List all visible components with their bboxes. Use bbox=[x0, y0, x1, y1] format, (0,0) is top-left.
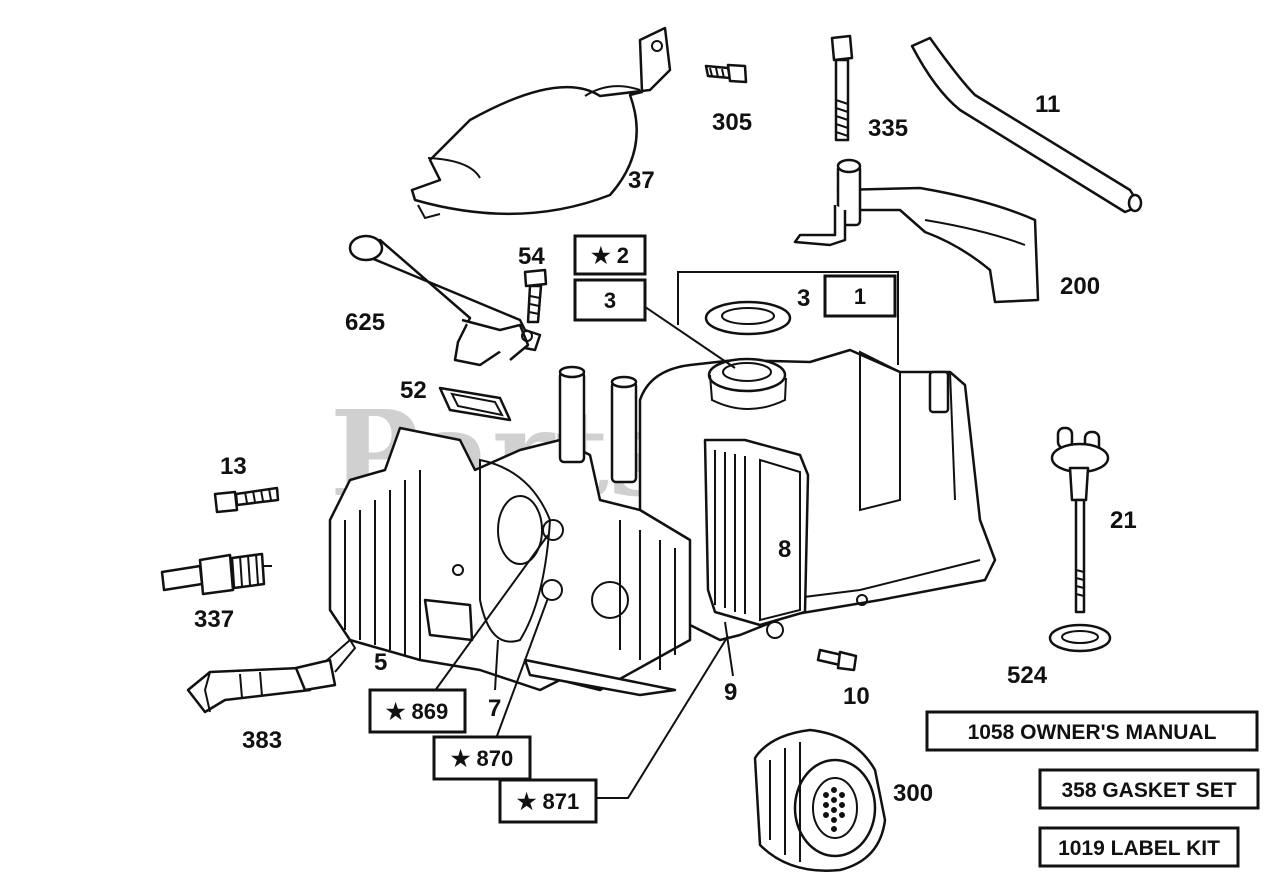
part-5-head-assembly[interactable] bbox=[328, 426, 692, 697]
part-8-head[interactable] bbox=[703, 438, 810, 627]
part-337-spark-plug[interactable] bbox=[160, 552, 272, 596]
kit-owners-manual-label: 1058 OWNER'S MANUAL bbox=[968, 721, 1217, 744]
callout-625: 625 bbox=[345, 309, 385, 336]
part-37-air-guide[interactable] bbox=[410, 26, 672, 220]
box-1[interactable]: 1 bbox=[823, 274, 897, 318]
callout-335: 335 bbox=[868, 115, 908, 142]
callout-8: 8 bbox=[778, 536, 791, 563]
box-871-label: ★ 871 bbox=[517, 789, 580, 814]
callout-21: 21 bbox=[1110, 507, 1137, 534]
box-870-label: ★ 870 bbox=[451, 746, 514, 771]
muffler-holes bbox=[823, 787, 845, 832]
part-335-bolt[interactable] bbox=[830, 34, 854, 142]
part-625-tube[interactable] bbox=[348, 234, 542, 367]
kit-gasket-set[interactable]: 358 GASKET SET bbox=[1038, 768, 1260, 810]
part-3-seal[interactable] bbox=[704, 300, 792, 336]
callout-3: 3 bbox=[797, 285, 810, 312]
block-tubes bbox=[558, 365, 638, 484]
box-1-label: 1 bbox=[854, 284, 866, 309]
callout-200: 200 bbox=[1060, 273, 1100, 300]
callout-37: 37 bbox=[628, 167, 655, 194]
callout-5: 5 bbox=[374, 649, 387, 676]
leader-lines bbox=[433, 271, 899, 799]
box-871[interactable]: ★ 871 bbox=[498, 778, 598, 824]
part-300-muffler[interactable] bbox=[753, 728, 887, 872]
part-52-gasket[interactable] bbox=[438, 386, 512, 422]
kit-label-kit[interactable]: 1019 LABEL KIT bbox=[1038, 826, 1240, 868]
part-54-screw[interactable] bbox=[523, 268, 548, 324]
part-11-tube[interactable] bbox=[910, 36, 1143, 214]
callout-337: 337 bbox=[194, 606, 234, 633]
kit-label-kit-label: 1019 LABEL KIT bbox=[1058, 837, 1220, 860]
callout-54: 54 bbox=[518, 243, 545, 270]
callout-7: 7 bbox=[488, 695, 501, 722]
part-1-cylinder-block[interactable] bbox=[638, 348, 997, 642]
kit-gasket-set-label: 358 GASKET SET bbox=[1061, 779, 1236, 802]
part-200-control-bracket[interactable] bbox=[793, 158, 1040, 304]
callout-10: 10 bbox=[843, 683, 870, 710]
part-383-wrench[interactable] bbox=[186, 638, 357, 714]
callout-300: 300 bbox=[893, 780, 933, 807]
callout-52: 52 bbox=[400, 377, 427, 404]
box-3[interactable]: 3 bbox=[573, 278, 647, 322]
kit-owners-manual[interactable]: 1058 OWNER'S MANUAL bbox=[925, 710, 1259, 752]
callout-13: 13 bbox=[220, 453, 247, 480]
callout-383: 383 bbox=[242, 727, 282, 754]
part-524-o-ring[interactable] bbox=[1048, 623, 1112, 653]
callout-524: 524 bbox=[1007, 662, 1048, 689]
box-869-label: ★ 869 bbox=[386, 699, 449, 724]
callout-11: 11 bbox=[1035, 91, 1060, 118]
box-2-label: ★ 2 bbox=[591, 243, 629, 268]
box-2[interactable]: ★ 2 bbox=[573, 234, 647, 276]
box-3-label: 3 bbox=[604, 288, 616, 313]
callout-305: 305 bbox=[712, 109, 752, 136]
box-869[interactable]: ★ 869 bbox=[368, 688, 467, 734]
callout-9: 9 bbox=[724, 679, 737, 706]
part-10-screw[interactable] bbox=[816, 648, 858, 672]
part-305-screw[interactable] bbox=[704, 63, 748, 84]
part-13-screw[interactable] bbox=[213, 486, 280, 514]
part-21-dipstick[interactable] bbox=[1050, 426, 1110, 614]
box-870[interactable]: ★ 870 bbox=[432, 735, 532, 781]
